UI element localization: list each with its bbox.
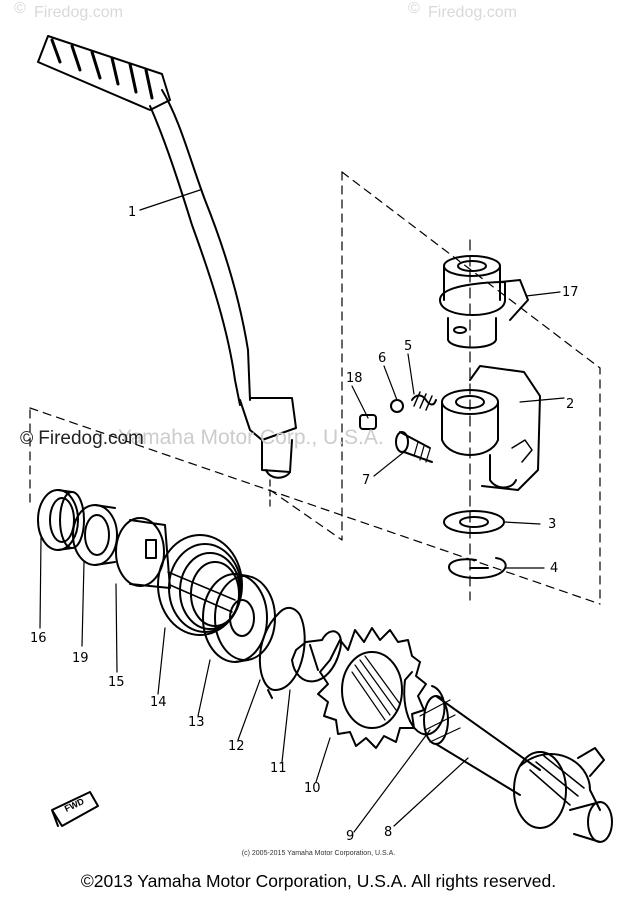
- part-label-16: 16: [30, 631, 47, 646]
- part-label-3: 3: [548, 517, 556, 532]
- part-9-circlip: [403, 671, 446, 736]
- part-label-17: 17: [562, 285, 579, 300]
- part-11-clip: [291, 630, 342, 683]
- copyright-symbol-icon: ©: [408, 0, 420, 17]
- part-label-18: 18: [346, 371, 363, 386]
- kick-clip-housing: [441, 365, 541, 491]
- part-3-washer: [443, 510, 505, 534]
- part-number-labels: 1 2 3 4 5 6 7 8 9 10 11 12 13 14 15 16 1…: [30, 205, 579, 844]
- watermark-manufacturer: Yamaha Motor Corp., U.S.A.: [118, 426, 384, 449]
- watermark-middle-text: Firedog.com: [38, 428, 144, 449]
- part-19-collar: [72, 504, 118, 566]
- watermark-top-left: Firedog.com: [34, 4, 123, 21]
- part-label-8: 8: [384, 825, 392, 840]
- part-18-cap: [359, 414, 377, 430]
- part-5-spring: [411, 394, 437, 406]
- part-label-5: 5: [404, 339, 412, 354]
- part-15-spring-guide: [115, 517, 171, 589]
- fwd-arrow-icon: [51, 791, 99, 827]
- part-label-13: 13: [188, 715, 205, 730]
- copyright-symbol-icon: ©: [20, 428, 39, 448]
- part-label-15: 15: [108, 675, 125, 690]
- assembly-outline: [29, 171, 601, 605]
- small-copyright: (c) 2005-2015 Yamaha Motor Corporation, …: [241, 850, 396, 857]
- part-label-4: 4: [550, 561, 558, 576]
- part-4-circlip: [448, 557, 507, 579]
- copyright-symbol-icon: ©: [14, 0, 26, 17]
- part-14-torsion-spring: [157, 534, 243, 636]
- part-label-2: 2: [566, 397, 574, 412]
- watermark-middle: © Firedog.com: [20, 428, 144, 450]
- part-label-11: 11: [270, 761, 287, 776]
- watermark-top-right: Firedog.com: [428, 4, 517, 21]
- kick-starter-crank: [37, 35, 297, 479]
- part-label-9: 9: [346, 829, 354, 844]
- copyright-footer: ©2013 Yamaha Motor Corporation, U.S.A. A…: [80, 871, 557, 891]
- part-label-12: 12: [228, 739, 245, 754]
- part-16-oil-seal: [37, 489, 85, 551]
- part-label-1: 1: [128, 205, 136, 220]
- part-label-7: 7: [362, 473, 370, 488]
- part-6-ball: [390, 399, 404, 413]
- part-label-19: 19: [72, 651, 89, 666]
- part-label-10: 10: [304, 781, 321, 796]
- part-7-bolt: [395, 431, 433, 463]
- part-label-6: 6: [378, 351, 386, 366]
- part-8-kick-axle: [419, 695, 613, 843]
- part-label-14: 14: [150, 695, 167, 710]
- part-10-kick-gear: [317, 627, 427, 749]
- kick-starter-boss: [439, 255, 529, 349]
